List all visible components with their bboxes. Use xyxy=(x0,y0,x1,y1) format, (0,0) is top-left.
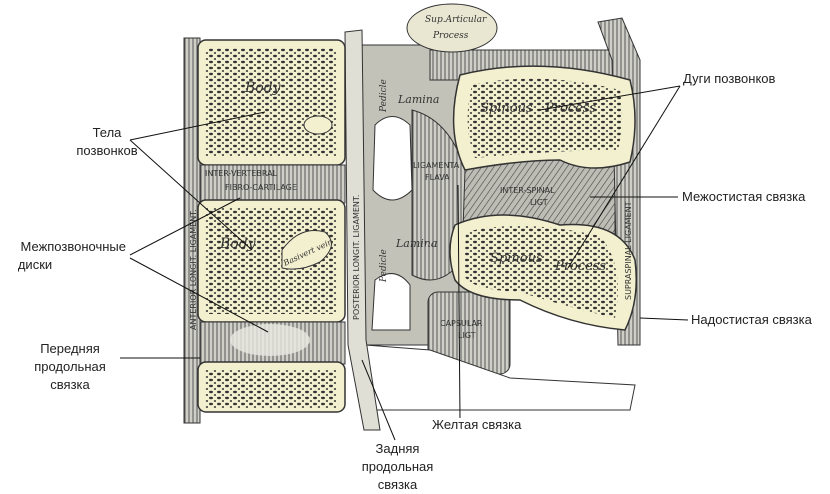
sup-articular-process xyxy=(406,3,498,53)
ill-lamina-1: Lamina xyxy=(397,93,439,106)
ill-ligt-1: LIGT xyxy=(530,198,548,207)
ill-spinous-2: Spinous xyxy=(490,251,543,266)
ill-flava: FLAVA xyxy=(425,173,450,182)
ill-pedicle-2: Pedicle xyxy=(379,249,389,283)
ill-process-2: Process xyxy=(554,259,606,274)
ill-intervertebral: INTER-VERTEBRAL xyxy=(205,169,278,178)
ill-fibrocartilage: FIBRO-CARTILAGE xyxy=(225,183,297,192)
label-interspinous-ligament: Межостистая связка xyxy=(682,189,806,204)
disc-1 xyxy=(199,164,346,204)
label-line: продольная xyxy=(361,459,434,474)
leader-lines xyxy=(120,85,689,441)
label-posterior-longitudinal-ligament: Задняя продольная связка xyxy=(350,440,445,494)
ill-lamina-2: Lamina xyxy=(395,237,437,250)
label-vertebral-arches: Дуги позвонков xyxy=(683,71,776,86)
label-supraspinous-ligament: Надостистая связка xyxy=(691,312,812,327)
ill-pedicle-1: Pedicle xyxy=(379,79,389,113)
label-line: продольная xyxy=(34,359,106,374)
ill-body-1: Body xyxy=(244,80,282,96)
label-line: диски xyxy=(17,257,53,272)
ill-posterior-ligament: POSTERIOR LONGIT. LIGAMENT. xyxy=(352,195,361,320)
foramen-lower xyxy=(371,273,411,331)
foramen-upper xyxy=(372,116,413,201)
label-line: Задняя xyxy=(375,441,420,456)
ill-ligamenta: LIGAMENTA xyxy=(413,161,460,170)
label-anterior-longitudinal-ligament: Передняя продольная связка xyxy=(25,340,115,394)
label-line: Межпозвоночные xyxy=(20,239,126,254)
posterior-ligament-strip xyxy=(344,29,381,431)
ill-supraspinal-ligament: SUPRASPINAL LIGAMENT xyxy=(624,201,633,300)
label-line: Тела xyxy=(92,125,122,140)
label-vertebral-bodies: Тела позвонков xyxy=(72,124,142,160)
basivert-vein-channel xyxy=(281,230,332,270)
label-intervertebral-discs: Межпозвоночные диски xyxy=(0,238,126,274)
label-ligamentum-flavum: Желтая связка xyxy=(432,417,522,432)
ill-body-2: Body xyxy=(219,236,257,252)
ill-spinous-1: Spinous xyxy=(480,101,533,116)
ill-ligt-2: LIGT xyxy=(458,331,476,340)
ill-anterior-ligament: ANTERIOR LONGIT. LIGAMENT. xyxy=(189,209,198,330)
label-line: позвонков xyxy=(76,143,138,158)
label-line: связка xyxy=(377,477,418,492)
label-line: связка xyxy=(50,377,90,392)
ill-capsular: CAPSULAR xyxy=(440,319,483,328)
label-line: Передняя xyxy=(40,341,100,356)
ill-interspinal: INTER-SPINAL xyxy=(500,186,555,195)
ill-process-1: Process xyxy=(544,101,596,116)
ill-sup-articular: Sup.Articular xyxy=(425,15,487,25)
ill-process-top: Process xyxy=(432,31,469,41)
